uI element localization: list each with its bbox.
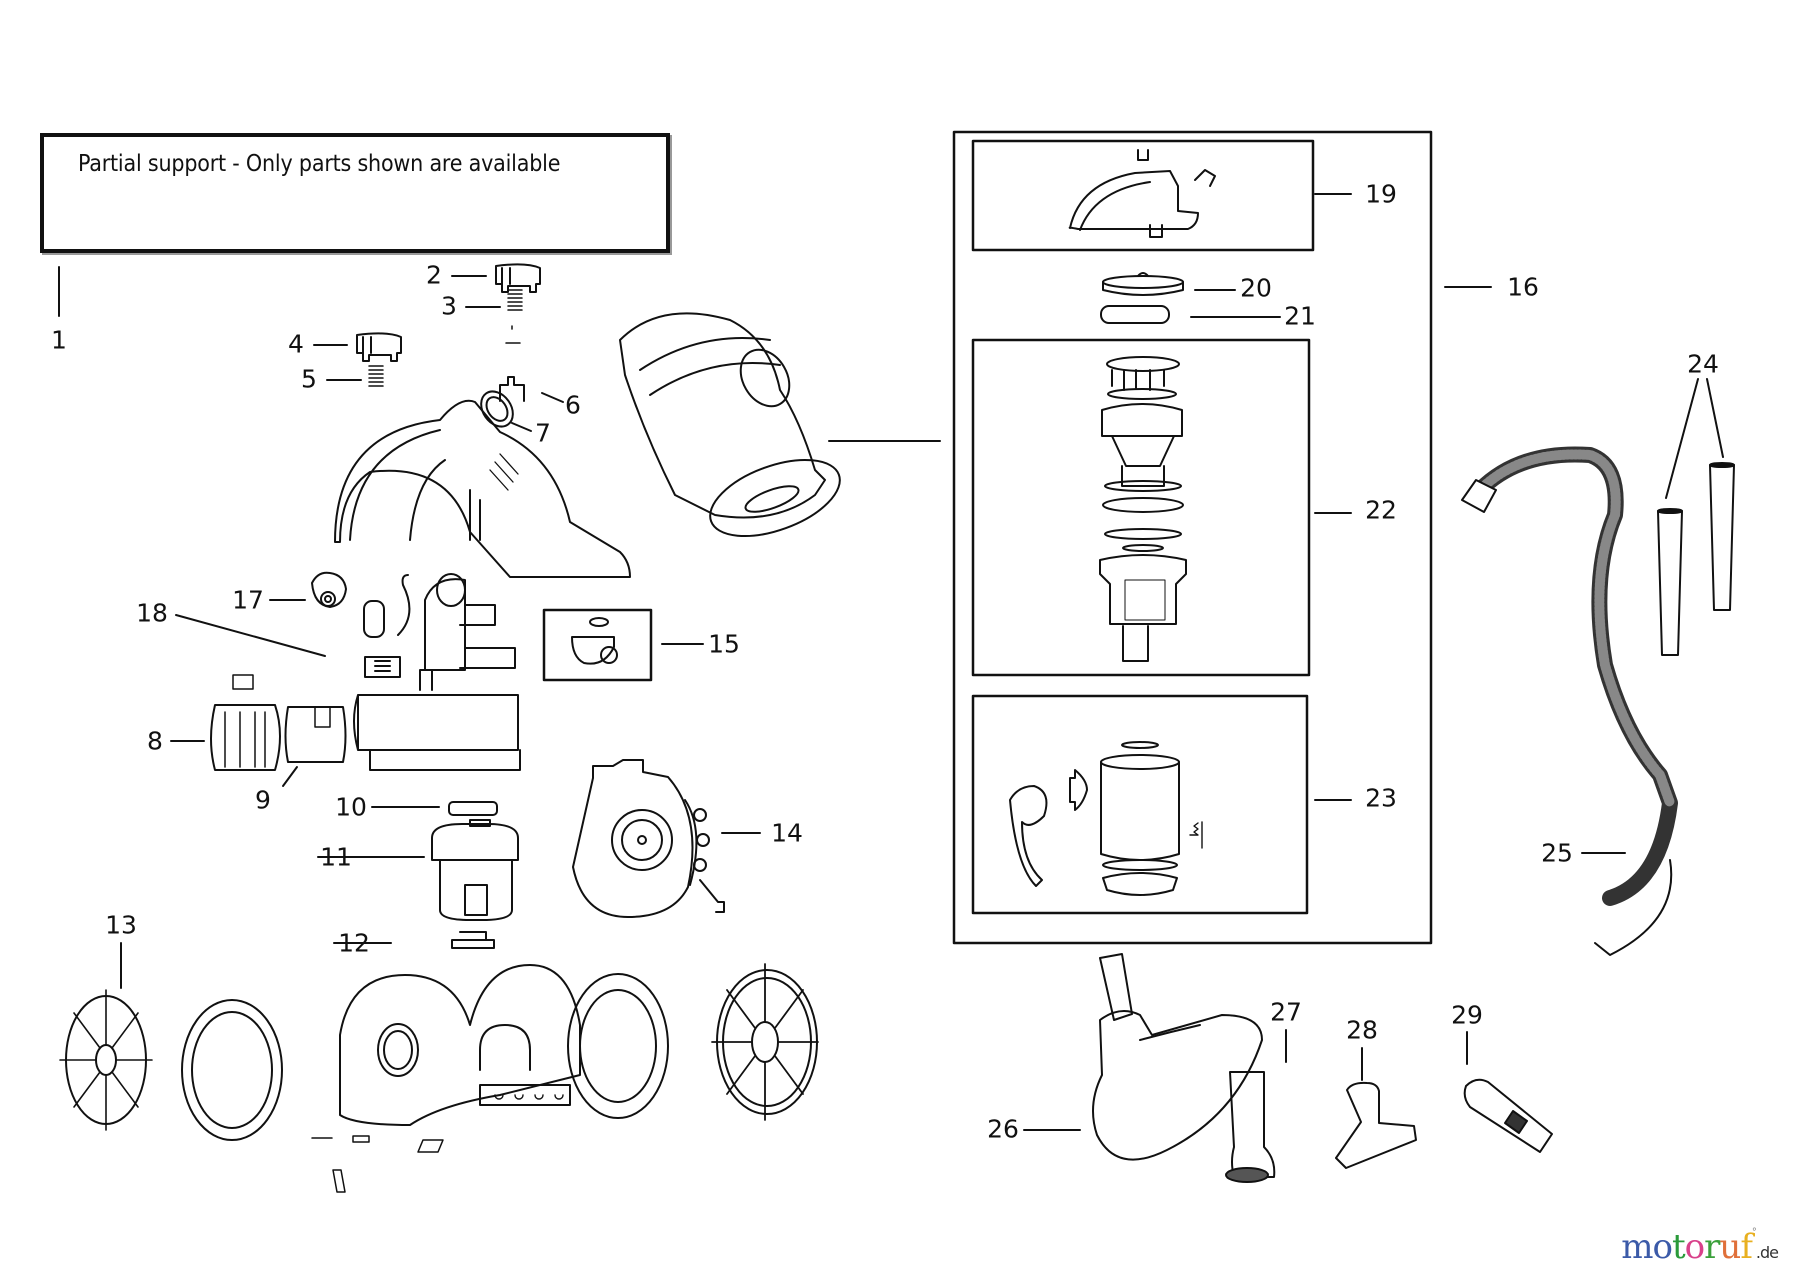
- part-6-clip: [499, 376, 525, 402]
- part-26-floor-nozzle: [1092, 953, 1263, 1161]
- callout-1: 1: [51, 325, 67, 355]
- logo-tld: .de: [1755, 1243, 1779, 1262]
- part-20-filter-cover: [1102, 272, 1184, 296]
- part-28-upholstery-tool: [1335, 1081, 1417, 1169]
- logo-letter: r: [1704, 1227, 1720, 1267]
- part-25-hose: [1461, 446, 1678, 956]
- part-15-caster: [571, 617, 618, 665]
- logo-mark: °: [1751, 1227, 1757, 1238]
- callout-27: 27: [1270, 997, 1302, 1027]
- part-14-cord-reel: [572, 759, 725, 918]
- callout-15: 15: [708, 629, 740, 659]
- logo-letter: o: [1652, 1227, 1674, 1267]
- part-lower-housing: [311, 964, 581, 1193]
- callout-13: 13: [105, 910, 137, 940]
- part-5-spring: [368, 365, 384, 387]
- part-4-latch-cap: [356, 332, 402, 362]
- part-canister: [619, 312, 841, 538]
- part-rear-rim: [567, 973, 669, 1119]
- part-upper-housing: [334, 399, 631, 578]
- part-wheel-rim: [181, 999, 283, 1141]
- part-19-bin-lid: [1068, 149, 1216, 238]
- callout-18: 18: [136, 598, 168, 628]
- part-27-dusting-brush: [1225, 1071, 1276, 1183]
- callout-23: 23: [1365, 783, 1397, 813]
- notice-text: Partial support - Only parts shown are a…: [78, 151, 561, 177]
- callout-21: 21: [1284, 301, 1316, 331]
- part-3-spring: [505, 289, 523, 344]
- leader-lines: [58, 193, 1724, 1131]
- callout-19: 19: [1365, 179, 1397, 209]
- callout-20: 20: [1240, 273, 1272, 303]
- callout-12: 12: [338, 928, 370, 958]
- callout-29: 29: [1451, 1000, 1483, 1030]
- motoruf-logo: motoruf° .de: [1621, 1227, 1779, 1267]
- part-9-filter-sleeve: [284, 706, 347, 763]
- partial-support-notice: Partial support - Only parts shown are a…: [40, 133, 670, 253]
- part-22-cyclone-assembly: [1099, 356, 1187, 662]
- sub-box-22: [971, 338, 1311, 677]
- callout-2: 2: [426, 260, 442, 290]
- callout-6: 6: [565, 390, 581, 420]
- part-2-latch-cap: [495, 263, 541, 293]
- part-motor-housing: [353, 573, 521, 771]
- part-24-extension-wands: [1657, 462, 1735, 656]
- part-8-exhaust-filter: [210, 674, 281, 771]
- part-13-wheel: [59, 989, 153, 1131]
- logo-letter: o: [1684, 1227, 1706, 1267]
- callout-14: 14: [771, 818, 803, 848]
- callout-17: 17: [232, 585, 264, 615]
- part-11-motor: [431, 819, 519, 921]
- callout-8: 8: [147, 726, 163, 756]
- sub-box-19: [971, 139, 1315, 252]
- callout-10: 10: [335, 792, 367, 822]
- part-18-circuit-board: [363, 574, 411, 678]
- part-29-crevice-tool: [1463, 1078, 1553, 1153]
- callout-16: 16: [1507, 272, 1539, 302]
- part-7-seal-ring: [480, 390, 514, 428]
- sub-box-23: [971, 694, 1309, 915]
- sub-box-15: [542, 608, 653, 682]
- callout-24: 24: [1687, 349, 1719, 379]
- part-rear-wheel: [711, 963, 819, 1121]
- part-23-dust-cup: [1009, 741, 1203, 896]
- callout-9: 9: [255, 785, 271, 815]
- callout-4: 4: [288, 329, 304, 359]
- group-box-16: [952, 130, 1433, 945]
- callout-11: 11: [320, 842, 352, 872]
- logo-letter: f: [1740, 1227, 1753, 1267]
- callout-28: 28: [1346, 1015, 1378, 1045]
- part-12-motor-mount: [451, 931, 495, 949]
- part-17-knob: [311, 571, 347, 608]
- callout-3: 3: [441, 291, 457, 321]
- callout-5: 5: [301, 364, 317, 394]
- callout-22: 22: [1365, 495, 1397, 525]
- logo-letter: t: [1671, 1227, 1686, 1267]
- callout-25: 25: [1541, 838, 1573, 868]
- logo-letter: u: [1719, 1227, 1741, 1267]
- part-21-foam-filter: [1100, 305, 1170, 324]
- logo-letter: m: [1621, 1227, 1653, 1267]
- part-10-motor-gasket: [448, 801, 498, 816]
- callout-26: 26: [987, 1114, 1019, 1144]
- callout-7: 7: [535, 418, 551, 448]
